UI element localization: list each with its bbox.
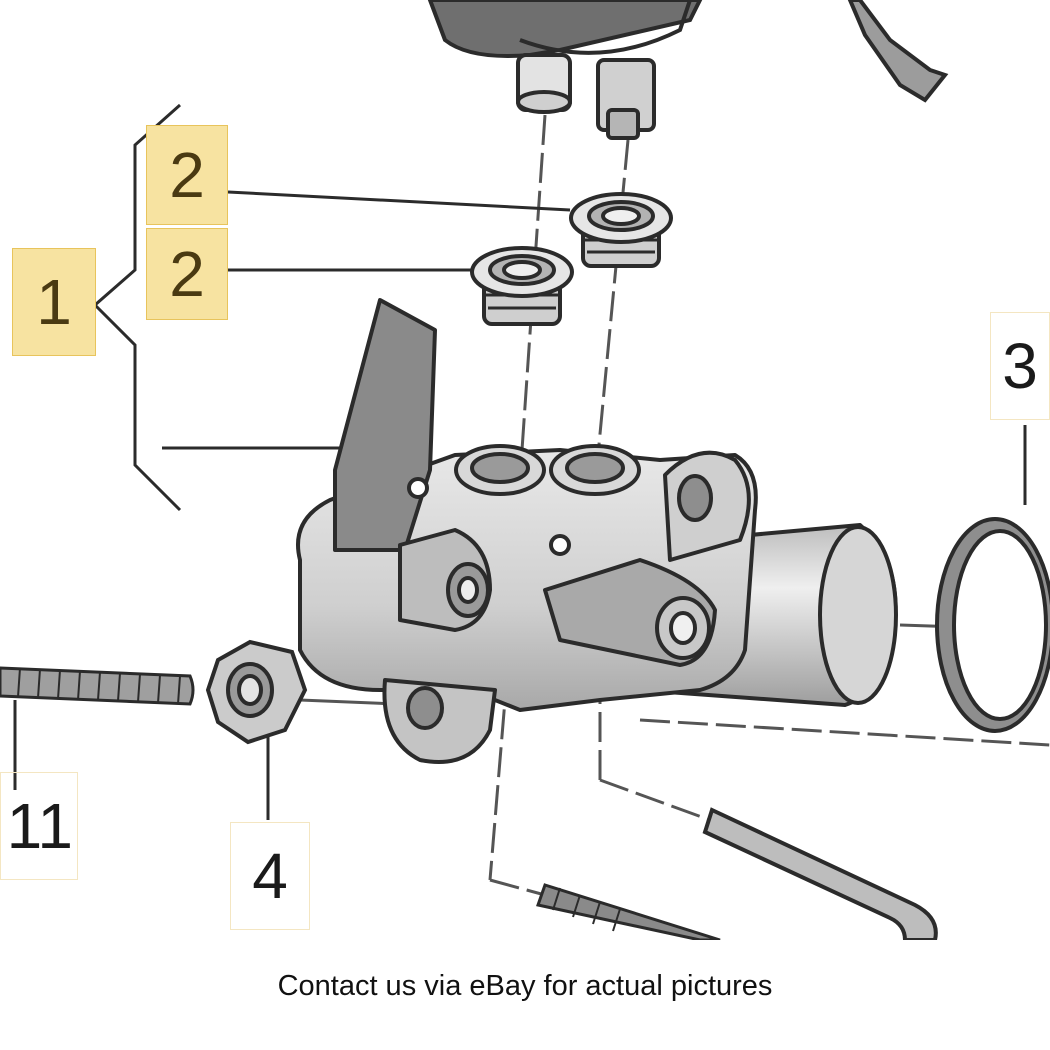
master-cylinder-body bbox=[296, 298, 898, 764]
seal-grommet-upper bbox=[569, 192, 673, 268]
callout-3-label: 3 bbox=[1002, 330, 1038, 402]
callout-2-upper-label: 2 bbox=[169, 139, 205, 211]
threaded-stud bbox=[0, 666, 195, 706]
parts-diagram bbox=[0, 0, 1050, 940]
o-ring-seal bbox=[935, 517, 1050, 733]
callout-4-label: 4 bbox=[252, 840, 288, 912]
bottom-bolt bbox=[536, 883, 721, 940]
callout-2-lower: 2 bbox=[146, 228, 228, 320]
pushrod bbox=[702, 807, 938, 940]
callout-11-label: 11 bbox=[6, 790, 73, 862]
fluid-reservoir bbox=[427, 0, 949, 140]
hex-nut bbox=[205, 639, 308, 745]
callout-4: 4 bbox=[230, 822, 310, 930]
callout-1: 1 bbox=[12, 248, 96, 356]
callout-2-upper: 2 bbox=[146, 125, 228, 225]
callout-11: 11 bbox=[0, 772, 78, 880]
callout-2-lower-label: 2 bbox=[169, 238, 205, 310]
callout-3: 3 bbox=[990, 312, 1050, 420]
callout-1-label: 1 bbox=[36, 266, 72, 338]
caption-text: Contact us via eBay for actual pictures bbox=[277, 970, 773, 1002]
seal-grommet-lower bbox=[470, 246, 574, 326]
